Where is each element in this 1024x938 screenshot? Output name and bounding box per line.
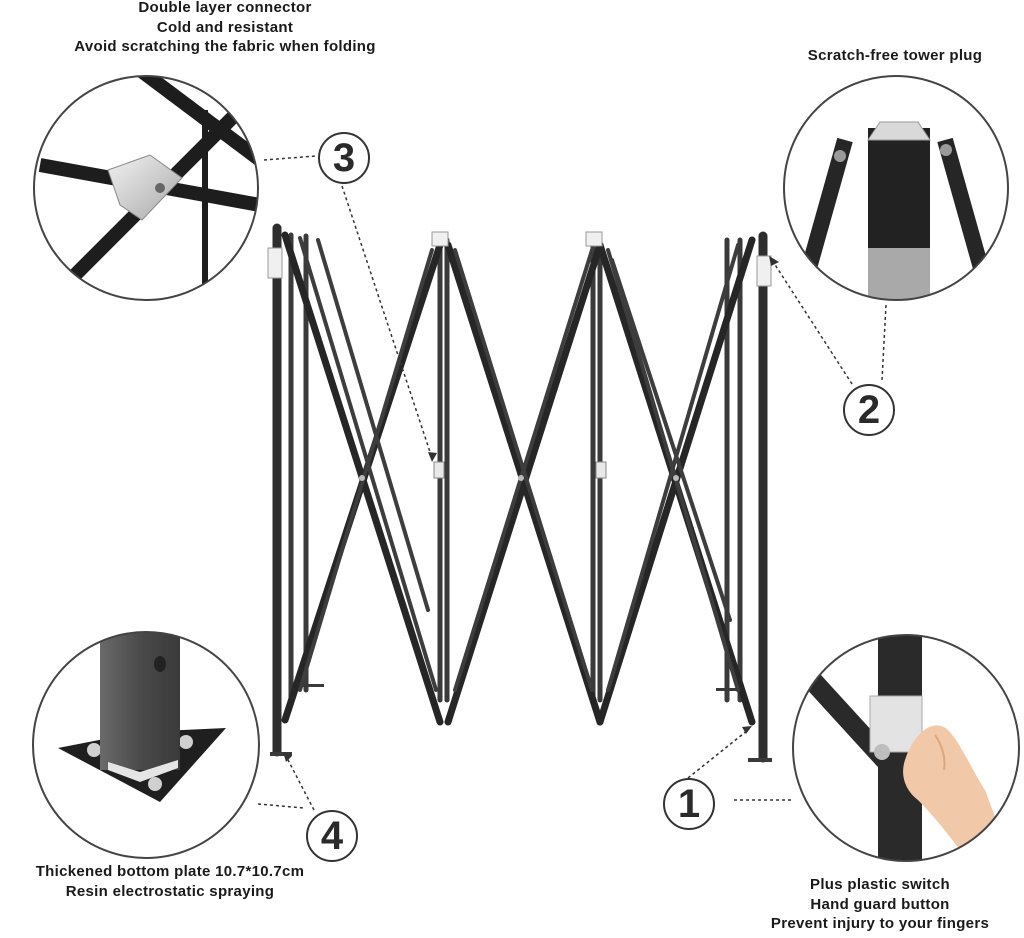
folding-frame [267,223,772,763]
detail-circle-bottom-plate [32,631,260,859]
caption-line: Prevent injury to your fingers [770,915,990,932]
callout-number-4: 4 [306,810,358,862]
callout-number-3: 3 [318,132,370,184]
caption-line: Resin electrostatic spraying [65,882,275,900]
callout-number-2: 2 [843,384,895,436]
leader-lines [257,155,887,811]
caption-connector: Double layer connector Cold and resistan… [30,0,420,57]
caption-line: Plus plastic switch [810,876,950,893]
caption-bottom-plate: Thickened bottom plate 10.7*10.7cm Resin… [10,862,330,901]
detail-circle-connector [33,75,259,301]
caption-line: Thickened bottom plate 10.7*10.7cm [35,863,305,880]
caption-tower-plug: Scratch-free tower plug [780,46,1010,66]
caption-line: Hand guard button [810,895,950,913]
callout-number-1: 1 [663,778,715,830]
caption-line: Cold and resistant [156,18,294,36]
caption-line: Avoid scratching the fabric when folding [74,38,376,55]
detail-circle-tower-plug [783,75,1009,301]
caption-line: Scratch-free tower plug [807,47,983,64]
detail-circle-switch [792,634,1020,862]
caption-switch: Plus plastic switch Hand guard button Pr… [740,875,1020,934]
caption-line: Double layer connector [138,0,312,16]
